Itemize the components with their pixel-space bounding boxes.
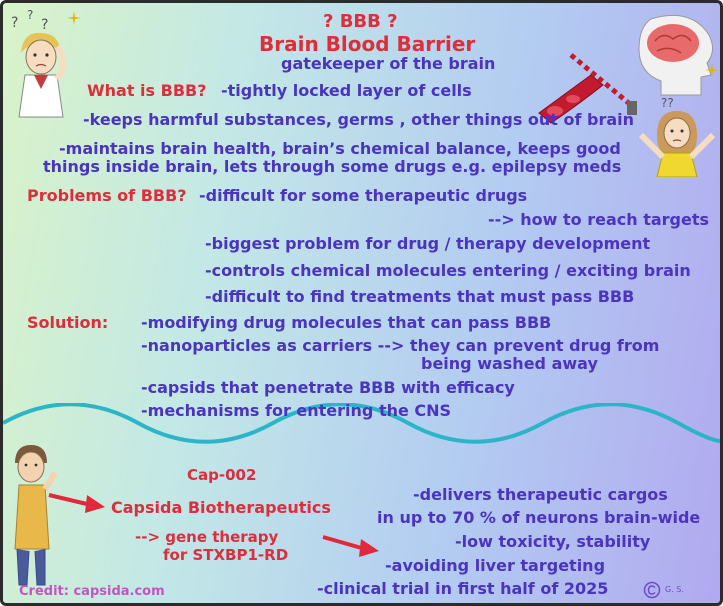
confused-girl-icon: ??: [638, 96, 716, 177]
problems-point: --> how to reach targets: [488, 210, 709, 229]
therapy-line: --> gene therapy: [135, 528, 279, 546]
page-subtitle: gatekeeper of the brain: [281, 54, 496, 73]
svg-text:?: ?: [41, 17, 48, 33]
problems-point: -difficult to find treatments that must …: [205, 287, 635, 306]
red-arrow-icon: [48, 493, 105, 513]
svg-text:?: ?: [11, 15, 18, 31]
red-arrow-icon: [322, 535, 379, 557]
therapy-line: for STXBP1-RD: [163, 546, 289, 564]
credit-text: Credit: capsida.com: [19, 584, 165, 599]
brain-head-icon: [638, 14, 713, 96]
brain-sparkle-icon: [705, 63, 719, 77]
solution-point: -modifying drug molecules that can pass …: [141, 313, 552, 332]
product-name: Cap-002: [187, 466, 257, 484]
confused-boy-icon: ? ? ?: [11, 8, 66, 118]
solution-point: -capsids that penetrate BBB with efficac…: [141, 378, 515, 397]
feature-point: -avoiding liver targeting: [385, 556, 606, 575]
solution-point: being washed away: [421, 354, 598, 373]
what-is-point: -maintains brain health, brain’s chemica…: [59, 139, 621, 158]
copyright-icon: [643, 581, 661, 599]
solution-label: Solution:: [27, 313, 109, 332]
company-name: Capsida Biotherapeutics: [111, 498, 331, 517]
wave-divider: [3, 403, 720, 444]
feature-point: in up to 70 % of neurons brain-wide: [377, 508, 701, 527]
feature-point: -delivers therapeutic cargos: [413, 485, 668, 504]
sparkle-icon: [67, 11, 81, 25]
problems-label: Problems of BBB?: [27, 186, 187, 205]
svg-text:?: ?: [27, 8, 33, 22]
title-question: ? BBB ?: [323, 11, 398, 32]
solution-point: -mechanisms for entering the CNS: [141, 401, 452, 420]
problems-point: -difficult for some therapeutic drugs: [199, 186, 528, 205]
blood-vessel-icon: [538, 53, 637, 124]
svg-text:??: ??: [661, 96, 674, 110]
what-is-point: things inside brain, lets through some d…: [43, 157, 622, 176]
problems-point: -biggest problem for drug / therapy deve…: [205, 234, 651, 253]
what-is-point: -tightly locked layer of cells: [221, 81, 472, 100]
solution-point: -nanoparticles as carriers --> they can …: [141, 336, 660, 355]
feature-point: -clinical trial in first half of 2025: [317, 579, 609, 598]
problems-point: -controls chemical molecules entering / …: [205, 261, 691, 280]
what-is-point: -keeps harmful substances, germs , other…: [83, 110, 635, 129]
feature-point: -low toxicity, stability: [455, 532, 651, 551]
page-title: Brain Blood Barrier: [259, 32, 476, 56]
praying-man-icon: [14, 445, 58, 586]
signature: G. S.: [665, 585, 684, 594]
what-is-label: What is BBB?: [87, 81, 207, 100]
